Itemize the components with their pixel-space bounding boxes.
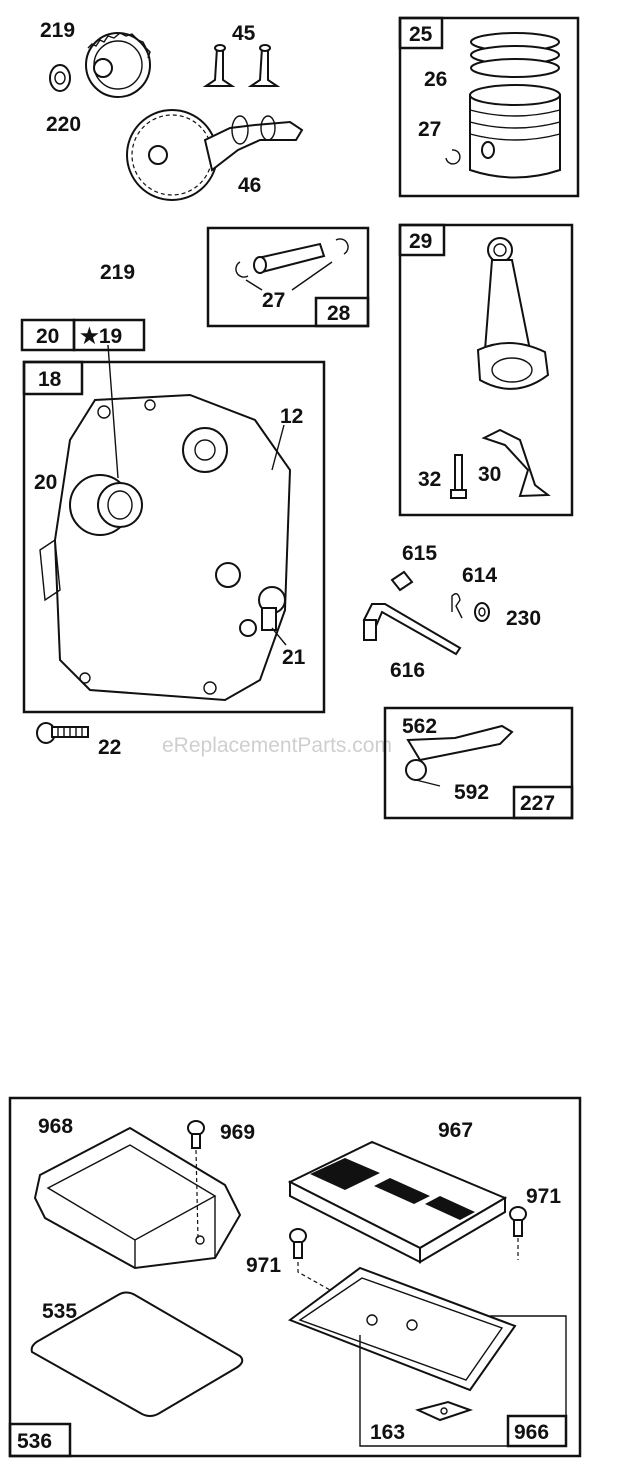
- part-label-45: 45: [232, 22, 256, 45]
- crankcase-cover-group-tag: [22, 360, 84, 396]
- governor-lever-group-tag: [512, 785, 574, 820]
- piston-group-box: [398, 16, 580, 198]
- part-label-971: 971: [526, 1185, 561, 1208]
- governor-washer-illustration: [474, 602, 490, 622]
- piston-rings-illustration: [470, 32, 560, 78]
- group-label-29: 29: [409, 230, 432, 253]
- rod-bolt-illustration: [450, 454, 467, 499]
- cover-screw-illustration: [187, 1120, 205, 1239]
- part-label-46: 46: [238, 174, 261, 197]
- part-label-27-pin: 27: [262, 289, 285, 312]
- governor-retainer-illustration: [451, 593, 463, 619]
- part-label-27: 27: [418, 118, 441, 141]
- filter-base-illustration: [287, 1266, 517, 1392]
- part-label-20-seal: 20: [34, 471, 57, 494]
- breather-valve-illustration: [258, 586, 286, 631]
- part-label-562: 562: [402, 715, 437, 738]
- piston-pin-group-box: [206, 226, 370, 328]
- cover-bolt-illustration: [36, 722, 89, 744]
- part-label-219: 219: [40, 19, 75, 42]
- watermark-text: eReplacementParts.com: [162, 734, 392, 757]
- filter-screw-left-illustration: [289, 1228, 371, 1313]
- governor-clip-illustration: [390, 570, 414, 592]
- part-label-220: 220: [46, 113, 81, 136]
- air-cleaner-group-tag: [8, 1422, 72, 1458]
- part-label-535: 535: [42, 1300, 77, 1323]
- connecting-rod-illustration: [476, 237, 550, 390]
- part-label-971-second: 971: [246, 1254, 281, 1277]
- part-label-968: 968: [38, 1115, 73, 1138]
- air-cleaner-group-box: [8, 1096, 582, 1458]
- part-label-967: 967: [438, 1119, 473, 1142]
- piston-pin-illustration: [235, 238, 349, 291]
- governor-shaft-illustration: [362, 603, 462, 656]
- part-label-30: 30: [478, 463, 501, 486]
- part-label-26: 26: [424, 68, 447, 91]
- base-gasket-illustration: [415, 1400, 474, 1422]
- part-label-163: 163: [370, 1421, 405, 1444]
- piston-group-tag: [398, 16, 444, 50]
- governor-lever-group-box: [383, 706, 574, 820]
- part-label-21: 21: [282, 646, 306, 669]
- crankcase-cover-illustration: [39, 393, 292, 702]
- piston-pin-group-tag: [314, 296, 370, 328]
- part-label-616: 616: [390, 659, 425, 682]
- group-label-25: 25: [409, 23, 433, 46]
- filter-screw-right-illustration: [509, 1206, 527, 1260]
- group-label-28: 28: [327, 302, 351, 325]
- crankcase-cover-group-box: [22, 360, 326, 714]
- piston-pin-clip-illustration: [445, 149, 461, 165]
- connecting-rod-group-box: [398, 223, 574, 517]
- governor-lever-illustration: [405, 724, 514, 787]
- air-filter-illustration: [287, 1140, 508, 1264]
- part-label-230: 230: [506, 607, 541, 630]
- connecting-rod-group-tag: [398, 223, 446, 257]
- group-label-966: 966: [514, 1421, 549, 1444]
- part-label-615: 615: [402, 542, 437, 565]
- filter-base-group-tag: [506, 1414, 568, 1448]
- part-label-22: 22: [98, 736, 121, 759]
- part-label-592: 592: [454, 781, 489, 804]
- part-label-614: 614: [462, 564, 497, 587]
- group-label-18: 18: [38, 368, 62, 391]
- cam-gear-illustration: [85, 32, 151, 98]
- washer-illustration: [49, 64, 71, 92]
- group-label-536: 536: [17, 1430, 52, 1453]
- part-label-12: 12: [280, 405, 303, 428]
- group-label-20: 20: [36, 325, 59, 348]
- part-label-219-second: 219: [100, 261, 135, 284]
- camshaft-illustration: [126, 109, 304, 201]
- group-label-19: ★19: [80, 325, 122, 348]
- air-cleaner-cover-illustration: [33, 1126, 242, 1270]
- rod-lock-illustration: [481, 428, 551, 498]
- foam-pad-illustration: [30, 1291, 244, 1417]
- part-label-32: 32: [418, 468, 441, 491]
- tappets-illustration: [202, 44, 281, 87]
- group-label-227: 227: [520, 792, 555, 815]
- part-label-969: 969: [220, 1121, 255, 1144]
- piston-illustration: [469, 84, 561, 179]
